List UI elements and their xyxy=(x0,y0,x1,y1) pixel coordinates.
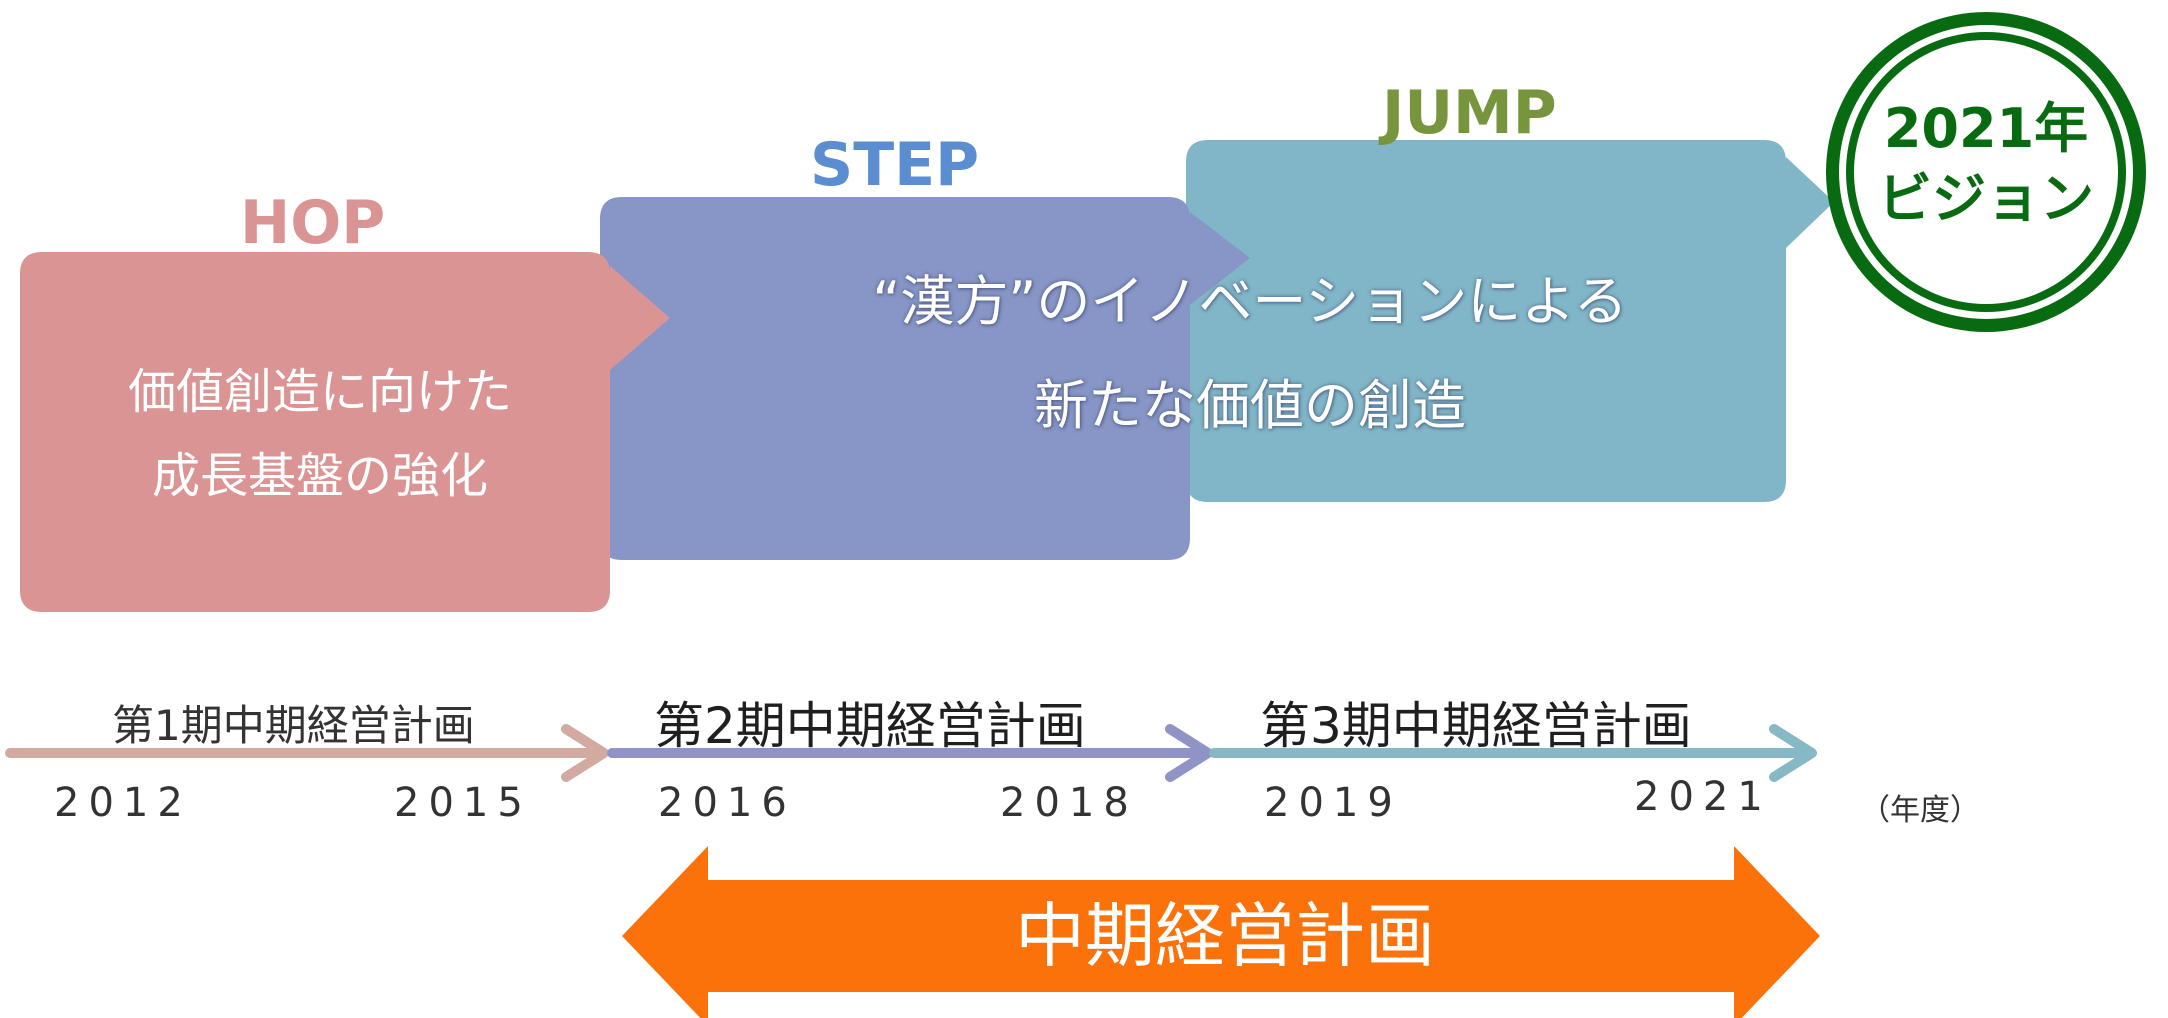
hop-description: 価値創造に向けた 成長基盤の強化 xyxy=(40,350,600,518)
fiscal-year-unit: （年度） xyxy=(1860,793,1980,828)
midterm-double-arrow xyxy=(622,846,1820,1018)
year-2021: 2021 xyxy=(1634,774,1772,820)
vision-year: 2021年 xyxy=(1883,97,2089,160)
year-2016: 2016 xyxy=(658,780,796,826)
plan1-arrow xyxy=(5,724,609,782)
vision-label: ビジョン xyxy=(1878,167,2094,230)
hop-box xyxy=(20,252,670,612)
vision-badge-face xyxy=(1854,40,2118,304)
plan2-arrow xyxy=(607,724,1213,782)
midterm-plan-label: 中期経営計画 xyxy=(1015,895,1435,977)
plan3-arrow xyxy=(1209,724,1817,782)
hop-description-line-2: 成長基盤の強化 xyxy=(151,448,488,504)
jump-title: JUMP xyxy=(1382,78,1557,148)
step-title: STEP xyxy=(810,130,980,200)
year-2019: 2019 xyxy=(1264,780,1402,826)
vision-badge-text: 2021年 ビジョン xyxy=(1848,94,2124,234)
year-2015: 2015 xyxy=(394,780,532,826)
hop-title: HOP xyxy=(240,188,386,258)
plan3-label: 第3期中期経営計画 xyxy=(1260,697,1692,755)
plan1-label: 第1期中期経営計画 xyxy=(112,701,475,750)
innovation-description-line-2: 新たな価値の創造 xyxy=(1034,374,1466,437)
plan2-label: 第2期中期経営計画 xyxy=(654,697,1086,755)
year-2012: 2012 xyxy=(54,780,192,826)
jump-box xyxy=(1186,140,1834,502)
year-2018: 2018 xyxy=(1000,780,1138,826)
innovation-description-line-1: “漢方”のイノベーションによる xyxy=(872,270,1628,333)
innovation-description: “漢方”のイノベーションによる 新たな価値の創造 xyxy=(700,250,1800,458)
step-box xyxy=(600,197,1250,560)
hop-description-line-1: 価値創造に向けた xyxy=(127,364,512,420)
